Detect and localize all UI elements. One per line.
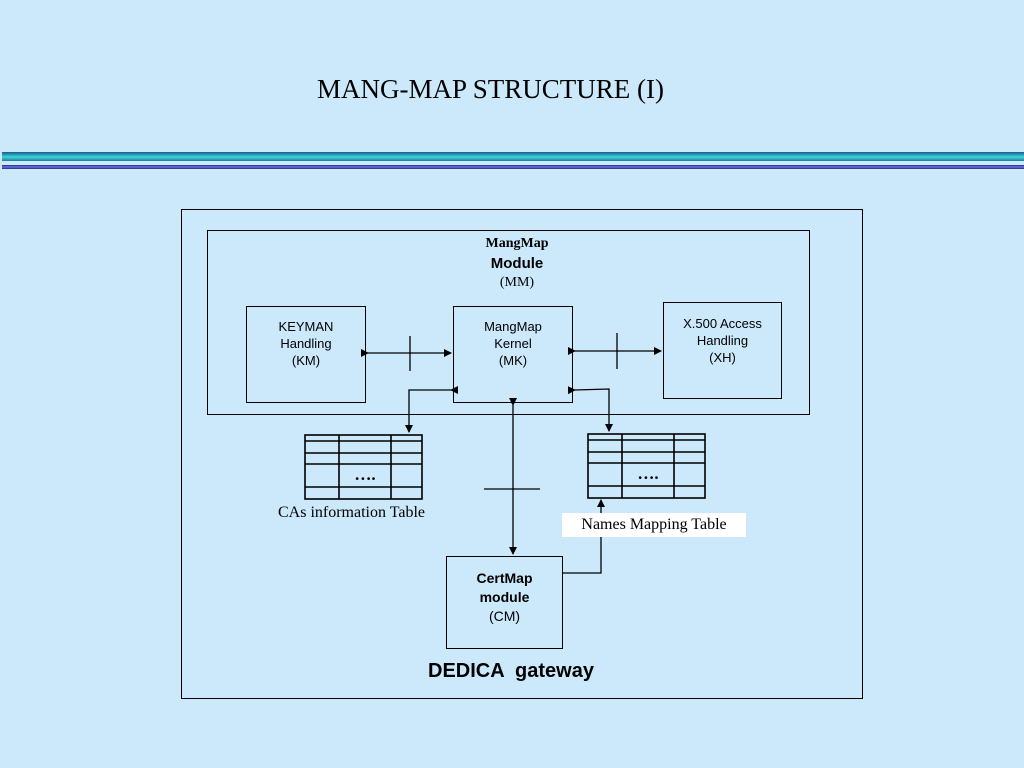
cas-information-table: [304, 434, 423, 500]
cm-line2: module: [479, 589, 530, 605]
mk-xh-connector: [568, 333, 662, 369]
mk-cas-table-connector: [405, 386, 458, 433]
dedica-gateway-box: [181, 209, 863, 699]
slide-title: MANG-MAP STRUCTURE (I): [317, 74, 665, 104]
gateway-label: DEDICA gateway: [428, 660, 594, 682]
mangmap-module-box: [207, 230, 810, 415]
certmap-module-box: CertMap module (CM): [446, 556, 563, 649]
mm-module-abbr: (MM): [499, 275, 535, 290]
cm-line3: (CM): [488, 608, 521, 624]
x500-access-box: X.500 Access Handling (XH): [663, 302, 782, 399]
keyman-handling-box: KEYMAN Handling (KM): [246, 306, 366, 403]
km-line3: (KM): [291, 353, 321, 368]
km-line2: Handling: [280, 336, 332, 351]
cas-table-ellipsis: ….: [354, 465, 376, 484]
title-divider-thick: [2, 152, 1024, 161]
mm-module-name: MangMap: [485, 236, 549, 251]
names-table-label: Names Mapping Table: [562, 513, 746, 537]
xh-line3: (XH): [709, 350, 736, 365]
mk-names-table-connector: [567, 386, 613, 432]
xh-line1: X.500 Access: [683, 316, 762, 331]
cas-table-label: CAs information Table: [278, 504, 426, 521]
mk-line3: (MK): [498, 353, 528, 368]
mk-line1: MangMap: [484, 319, 542, 334]
xh-line2: Handling: [696, 333, 749, 348]
km-line1: KEYMAN: [278, 319, 334, 334]
mk-line2: Kernel: [494, 336, 532, 351]
names-table-ellipsis: ….: [637, 464, 659, 483]
mm-module-word: Module: [490, 255, 544, 272]
km-mk-connector: [361, 336, 452, 371]
names-mapping-table: [587, 433, 706, 499]
mk-cm-connector: [484, 398, 540, 555]
cm-line1: CertMap: [476, 570, 533, 586]
title-divider-thin: [2, 165, 1024, 169]
